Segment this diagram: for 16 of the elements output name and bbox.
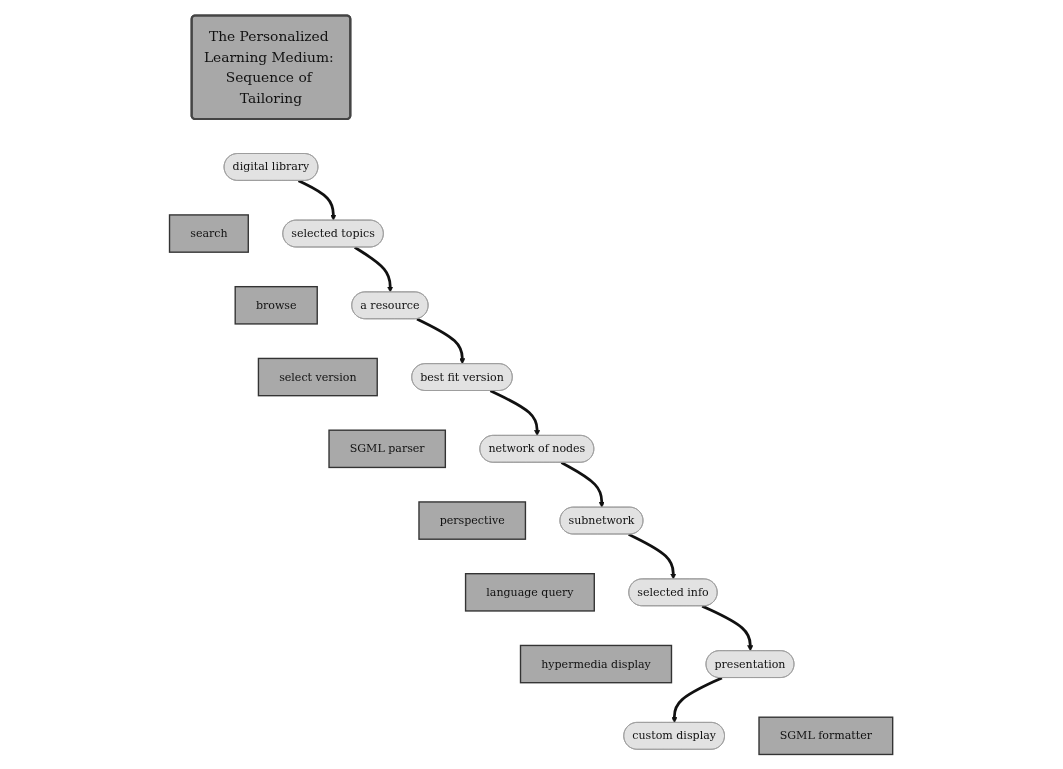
- node-box: language query: [465, 572, 596, 612]
- arrow: [702, 604, 754, 651]
- arrow: [561, 460, 606, 508]
- node-box: search: [169, 213, 250, 253]
- arrow: [628, 532, 677, 579]
- node-box: perspective: [418, 500, 527, 540]
- node-box: browse: [234, 285, 319, 325]
- node-box: select version: [258, 357, 379, 396]
- arrow: [490, 389, 541, 436]
- arrow: [354, 245, 394, 292]
- node-box: SGML formatter: [758, 716, 894, 755]
- arrow: [671, 676, 723, 723]
- node-box: hypermedia display: [520, 644, 673, 683]
- arrow: [298, 179, 337, 221]
- arrow: [416, 317, 466, 364]
- node-box: SGML parser: [328, 429, 447, 468]
